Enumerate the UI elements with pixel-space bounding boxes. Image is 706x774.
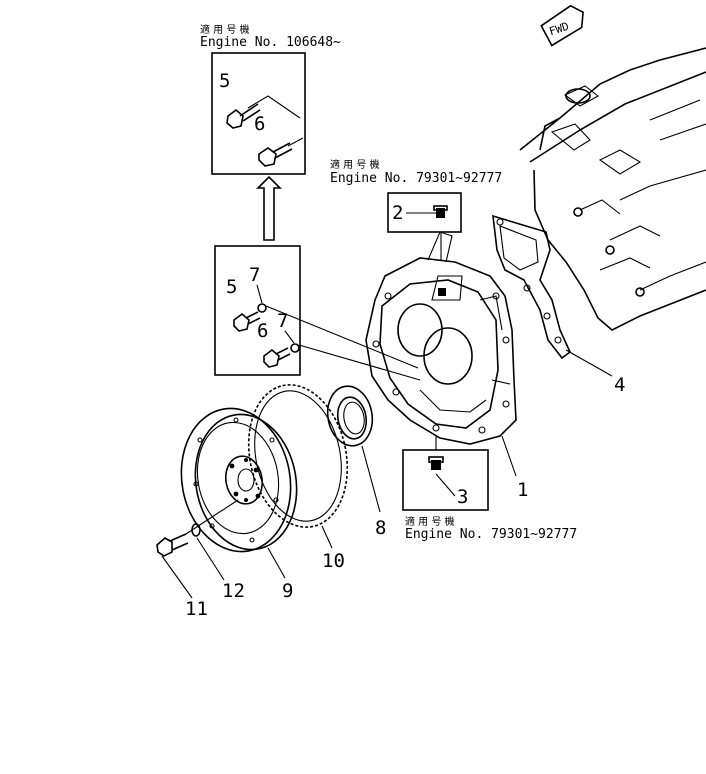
fwd-arrow-icon: FWD xyxy=(540,4,584,47)
part-number-4: 4 xyxy=(614,374,625,396)
lower-box-engine-no: Engine No. 79301~92777 xyxy=(405,527,577,542)
gasket-4-icon: 4 xyxy=(492,214,625,396)
upper-box-engine-no: Engine No. 106648~ xyxy=(200,35,341,50)
lower-box-jp-label: 適 用 号 機 xyxy=(405,515,455,528)
bolt-11-icon: 11 xyxy=(156,533,208,620)
bolt-5-upper-icon xyxy=(226,103,261,129)
oil-seal-8-icon: 8 xyxy=(326,385,386,539)
part-number-6-left: 6 xyxy=(257,320,268,342)
up-arrow-icon xyxy=(256,175,282,241)
ring-gear-10-icon: 10 xyxy=(247,384,349,572)
part-number-8: 8 xyxy=(375,517,386,539)
bolt-6-left-icon xyxy=(263,343,300,368)
fwd-label: FWD xyxy=(548,20,571,39)
mid-box-jp-label: 適 用 号 機 xyxy=(330,158,380,171)
flywheel-housing-1-icon: 1 xyxy=(365,231,528,501)
mid-box-engine-no: Engine No. 79301~92777 xyxy=(330,171,502,186)
part-number-9: 9 xyxy=(282,580,293,602)
part-number-12: 12 xyxy=(222,580,245,602)
middle-callout-box: 適 用 号 機 Engine No. 79301~92777 2 xyxy=(330,158,502,260)
part-number-6-upper: 6 xyxy=(254,113,265,135)
part-number-11: 11 xyxy=(185,598,208,620)
part-number-5-upper: 5 xyxy=(219,70,230,92)
upper-box-jp-label: 適 用 号 機 xyxy=(200,23,250,36)
plug-3-icon xyxy=(428,456,444,470)
engine-block-outline xyxy=(519,47,706,331)
washer-12-icon: 12 xyxy=(185,499,245,602)
part-number-3: 3 xyxy=(457,486,468,508)
part-number-1: 1 xyxy=(517,479,528,501)
lower-callout-box: 3 適 用 号 機 Engine No. 79301~92777 xyxy=(402,436,577,542)
part-number-2: 2 xyxy=(392,202,403,224)
part-number-5-left: 5 xyxy=(226,276,237,298)
upper-callout-box: 適 用 号 機 Engine No. 106648~ 5 6 xyxy=(200,23,341,175)
part-number-7-left-top: 7 xyxy=(249,264,260,286)
bolt-6-upper-icon xyxy=(258,142,293,167)
plug-2-icon xyxy=(433,205,448,218)
bolt-5-left-icon xyxy=(233,303,267,332)
flywheel-9-icon: 9 xyxy=(180,407,298,602)
left-callout-box: 5 7 6 7 xyxy=(214,245,421,381)
part-number-7-left-bottom: 7 xyxy=(277,310,288,332)
part-number-10: 10 xyxy=(322,550,345,572)
